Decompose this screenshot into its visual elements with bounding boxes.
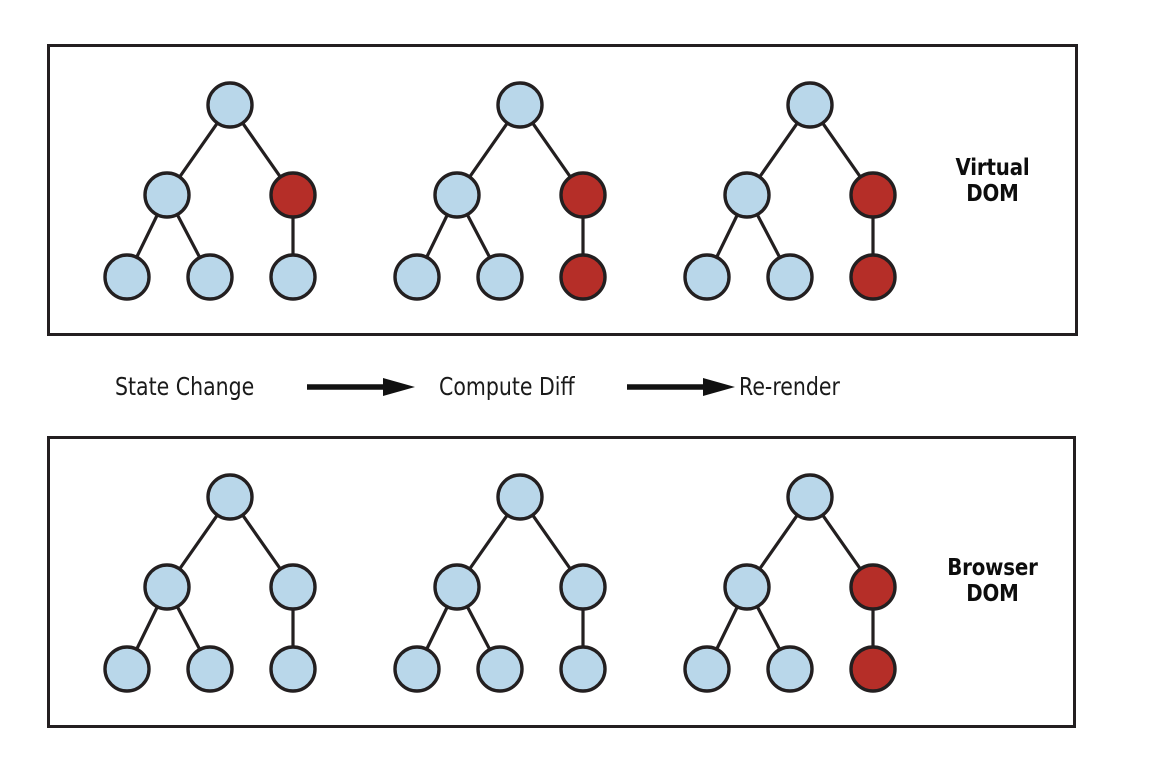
tree-node-changed: [849, 253, 897, 301]
tree-node: [683, 253, 731, 301]
tree-node-changed: [849, 563, 897, 611]
tree-graphic: [393, 473, 607, 693]
tree-nodes: [683, 81, 897, 301]
tree-node: [206, 473, 254, 521]
arrow-right-icon: [625, 377, 737, 397]
browser-dom-panel: [47, 436, 1076, 728]
tree-node: [433, 171, 481, 219]
virtual-dom-label: Virtual DOM: [955, 155, 1030, 207]
tree-nodes: [393, 81, 607, 301]
tree-node: [269, 253, 317, 301]
virtual-dom-panel: [47, 44, 1078, 336]
tree-browser-3: [670, 439, 920, 725]
tree-node: [723, 563, 771, 611]
tree-node: [433, 563, 481, 611]
tree-node-changed: [849, 171, 897, 219]
tree-node: [393, 645, 441, 693]
tree-nodes: [683, 473, 897, 693]
tree-node: [786, 81, 834, 129]
tree-node: [786, 473, 834, 521]
tree-node: [269, 563, 317, 611]
tree-node: [496, 81, 544, 129]
tree-browser-1: [90, 439, 340, 725]
tree-node: [766, 645, 814, 693]
tree-graphic: [683, 81, 897, 301]
tree-nodes: [103, 81, 317, 301]
tree-graphic: [103, 81, 317, 301]
tree-graphic: [393, 81, 607, 301]
tree-node: [496, 473, 544, 521]
tree-browser-2: [380, 439, 630, 725]
tree-node-changed: [559, 253, 607, 301]
tree-node: [393, 253, 441, 301]
tree-virtual-1: [90, 47, 340, 333]
tree-node: [269, 645, 317, 693]
tree-node: [206, 81, 254, 129]
tree-node: [559, 563, 607, 611]
flow-step-state-change: State Change: [115, 372, 255, 401]
tree-node-changed: [559, 171, 607, 219]
tree-node: [559, 645, 607, 693]
tree-node: [103, 645, 151, 693]
tree-node: [766, 253, 814, 301]
tree-node: [143, 171, 191, 219]
tree-node: [723, 171, 771, 219]
tree-nodes: [393, 473, 607, 693]
flow-step-compute-diff: Compute Diff: [439, 372, 575, 401]
flow-row: State Change Compute Diff Re-render: [47, 356, 1078, 418]
tree-node-changed: [269, 171, 317, 219]
tree-graphic: [103, 473, 317, 693]
tree-node: [476, 645, 524, 693]
flow-step-re-render: Re-render: [739, 372, 840, 401]
tree-nodes: [103, 473, 317, 693]
tree-node: [143, 563, 191, 611]
tree-node: [186, 645, 234, 693]
arrow-right-icon: [305, 377, 417, 397]
tree-node: [683, 645, 731, 693]
tree-graphic: [683, 473, 897, 693]
tree-node: [103, 253, 151, 301]
tree-virtual-3: [670, 47, 920, 333]
tree-node: [186, 253, 234, 301]
tree-node-changed: [849, 645, 897, 693]
tree-virtual-2: [380, 47, 630, 333]
browser-dom-label: Browser DOM: [947, 555, 1038, 607]
tree-node: [476, 253, 524, 301]
